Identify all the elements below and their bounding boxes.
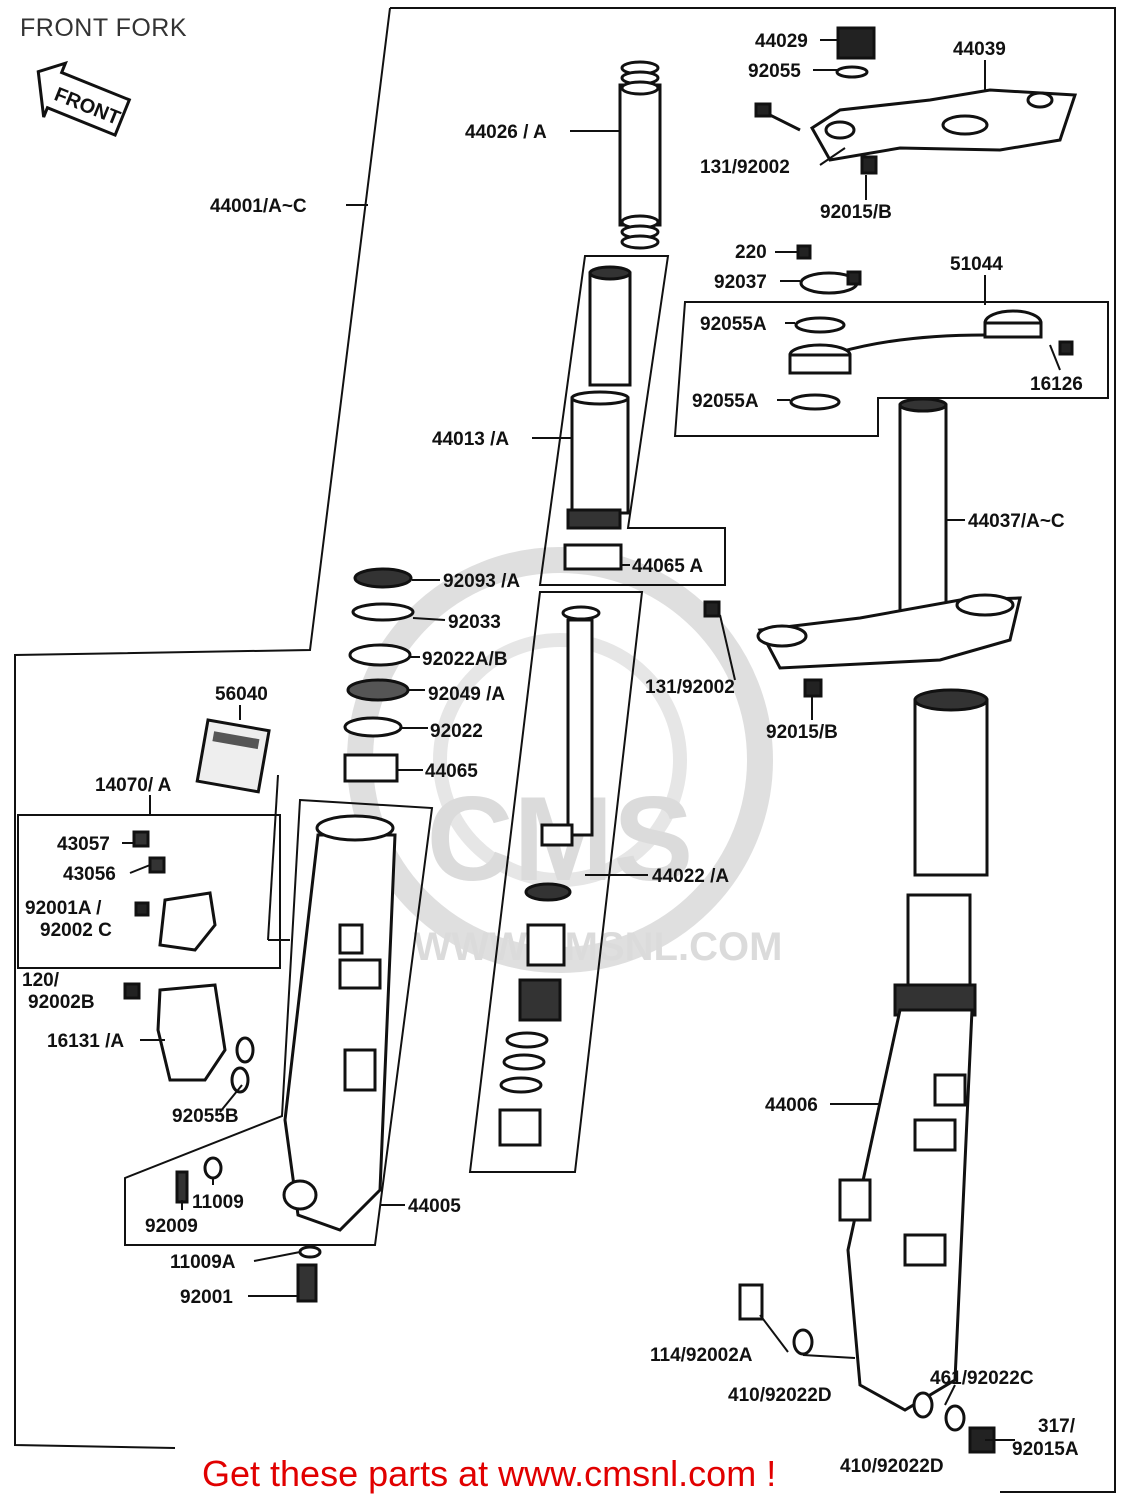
label-92055b: 92055B (172, 1106, 239, 1127)
label-92002b: 92002B (28, 992, 95, 1013)
label-92033: 92033 (448, 612, 501, 633)
label-44006: 44006 (765, 1095, 818, 1116)
label-92015b-top: 92015/B (820, 202, 892, 223)
label-410-1: 410/92022D (728, 1385, 832, 1406)
label-44065a: 44065 A (632, 556, 703, 577)
label-56040: 56040 (215, 684, 268, 705)
bushing-44065a (563, 543, 623, 571)
label-44037: 44037/A~C (968, 511, 1065, 532)
label-51044: 51044 (950, 254, 1003, 275)
label-44022: 44022 /A (652, 866, 729, 887)
cap-44029 (835, 26, 876, 79)
page-title: FRONT FORK (20, 14, 188, 42)
watermark-url-text: WWW.CMSNL.COM (414, 925, 783, 969)
group-box-44022 (468, 591, 644, 1173)
label-131-92002-top: 131/92002 (700, 157, 790, 178)
label-317: 317/ (1038, 1416, 1076, 1437)
label-44013: 44013 /A (432, 429, 509, 450)
label-11009a: 11009A (170, 1252, 236, 1273)
label-114: 114/92002A (650, 1345, 753, 1366)
assembly-outline-44001 (390, 7, 1116, 1493)
label-44039: 44039 (953, 39, 1006, 60)
fork-assembly-44006 (738, 688, 996, 1454)
label-120: 120/ (22, 970, 60, 991)
holder-16131 (123, 982, 255, 1094)
label-92022ab: 92022A/B (422, 649, 508, 670)
label-44065: 44065 (425, 761, 478, 782)
group-box-44005 (124, 798, 434, 1246)
label-44026: 44026 / A (465, 122, 547, 143)
label-16126: 16126 (1030, 374, 1083, 395)
upper-bracket-44039 (754, 88, 1078, 175)
brake-hose-bracket-51044 (788, 309, 1074, 411)
label-92009: 92009 (145, 1216, 198, 1237)
label-92055: 92055 (748, 61, 801, 82)
label-43057: 43057 (57, 834, 110, 855)
label-92037: 92037 (714, 272, 767, 293)
seal-stack (343, 567, 415, 783)
label-92022: 92022 (430, 721, 483, 742)
label-14070: 14070/ A (95, 775, 172, 796)
label-220: 220 (735, 242, 767, 263)
label-43056: 43056 (63, 864, 116, 885)
group-box-44013 (538, 255, 726, 586)
label-92015b-mid: 92015/B (766, 722, 838, 743)
clamp-92037 (796, 244, 862, 295)
fork-spring-44026 (618, 60, 662, 250)
label-410-2: 410/92022D (840, 1456, 944, 1477)
label-92093: 92093 /A (443, 571, 520, 592)
label-92055a-1: 92055A (700, 314, 767, 335)
label-44001: 44001/A~C (210, 196, 307, 217)
fork-leg-44005 (175, 814, 397, 1303)
label-44029: 44029 (755, 31, 808, 52)
label-92002c: 92002 C (40, 920, 112, 941)
footer-link-text[interactable]: Get these parts at www.cmsnl.com ! (202, 1453, 777, 1494)
steering-stem-44037 (703, 397, 1022, 698)
label-92001: 92001 (180, 1287, 233, 1308)
label-11009: 11009 (192, 1192, 244, 1213)
leader-lines (122, 39, 1061, 1441)
group-box-51044 (673, 301, 1109, 437)
label-44005: 44005 (408, 1196, 461, 1217)
label-461: 461/92022C (930, 1368, 1034, 1389)
front-direction-badge: FRONT (36, 60, 132, 138)
assembly-outline-left (14, 7, 391, 1449)
decal-56040 (195, 718, 271, 794)
label-92001a: 92001A / (25, 898, 102, 919)
label-92015a: 92015A (1012, 1439, 1079, 1460)
caliper-parts-14070 (132, 830, 217, 952)
part-labels: 44029 44039 92055 44026 / A 131/92002 92… (22, 31, 1083, 1477)
label-16131: 16131 /A (47, 1031, 124, 1052)
damper-rod-44022 (498, 605, 601, 1147)
label-92055a-2: 92055A (692, 391, 759, 412)
label-131-92002-mid: 131/92002 (645, 677, 735, 698)
label-92049: 92049 /A (428, 684, 505, 705)
fork-tube-44013 (566, 265, 632, 530)
